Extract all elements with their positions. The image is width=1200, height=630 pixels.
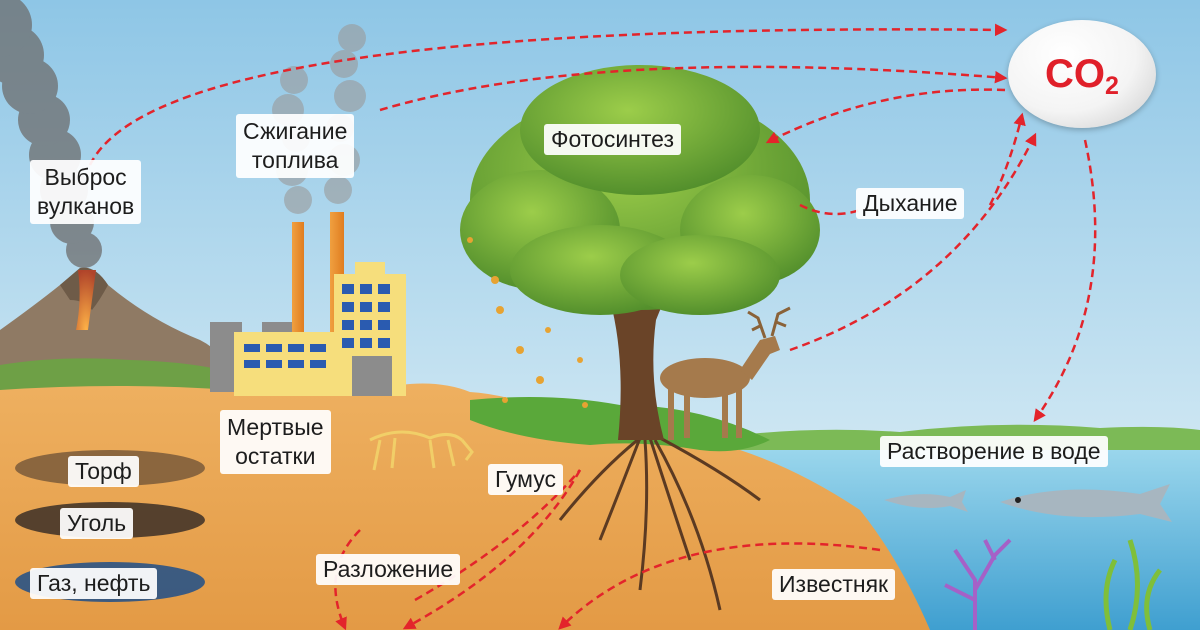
label-fuel-line2: топлива — [251, 147, 339, 173]
seaweed — [1103, 539, 1162, 630]
label-dead-remains-line2: остатки — [235, 443, 316, 469]
arrow-fuel-to-co2 — [379, 65, 1008, 112]
label-dead-remains-line1: Мертвые — [227, 414, 324, 440]
co2-subscript: 2 — [1105, 71, 1119, 100]
label-volcano-line2: вулканов — [37, 193, 135, 219]
arrow-co2-to-water — [1033, 139, 1097, 423]
label-dead-remains: Мертвые остатки — [220, 410, 331, 474]
skeleton — [369, 430, 474, 471]
arrow-decomposition-down — [334, 529, 361, 630]
cycle-arrows — [88, 23, 1097, 630]
co2-text: CO — [1045, 51, 1106, 96]
fish — [884, 484, 1172, 522]
falling-leaves — [467, 237, 588, 408]
arrow-co2-to-photosynthesis — [765, 88, 1006, 144]
label-limestone: Известняк — [772, 569, 896, 600]
deer — [660, 306, 791, 440]
label-respiration: Дыхание — [856, 188, 965, 219]
label-volcano-emission: Выброс вулканов — [30, 160, 142, 224]
label-fuel-line1: Сжигание — [243, 118, 348, 144]
arrow-humus-down — [402, 469, 582, 630]
arrow-limestone-down — [558, 542, 881, 630]
label-humus: Гумус — [488, 464, 563, 495]
factory — [210, 212, 406, 396]
label-volcano-line1: Выброс — [44, 164, 127, 190]
arrow-animal-to-co2 — [789, 132, 1037, 352]
label-coal: Уголь — [60, 508, 134, 539]
label-gas-oil: Газ, нефть — [30, 568, 158, 599]
lava — [76, 270, 96, 330]
label-peat: Торф — [68, 456, 139, 487]
chimney-left — [292, 222, 304, 332]
label-decomposition: Разложение — [316, 554, 461, 585]
arrow-respiration-to-co2 — [988, 112, 1026, 206]
arrow-volcano-to-co2 — [88, 23, 1008, 166]
label-photosynthesis: Фотосинтез — [544, 124, 681, 155]
label-fuel-burning: Сжигание топлива — [236, 114, 355, 178]
coral — [944, 538, 1012, 630]
factory-windows — [244, 284, 390, 368]
label-dissolution: Растворение в воде — [880, 436, 1108, 467]
